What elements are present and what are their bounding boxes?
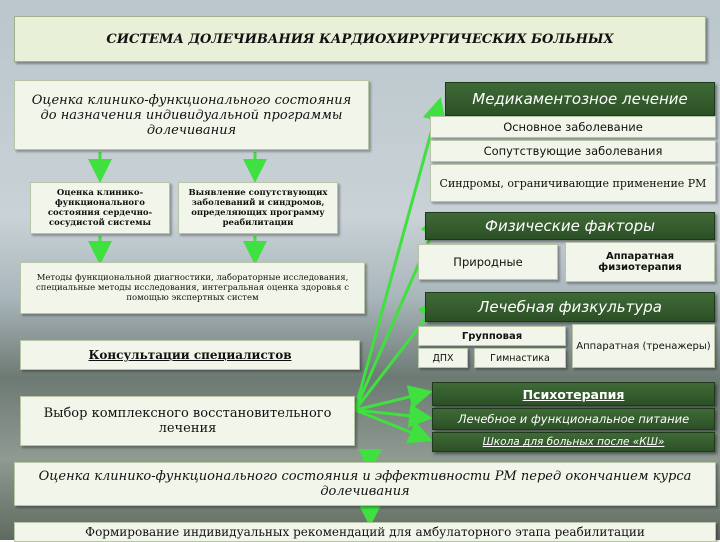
arrow-to-nutrition [354, 403, 433, 428]
concomitant-detection-box: Выявление сопутствующих заболеваний и си… [178, 182, 338, 234]
physical-factors-header: Физические факторы [425, 212, 715, 240]
specialist-consultation-box: Консультации специалистов [20, 340, 360, 370]
psychotherapy-box: Психотерапия [432, 382, 715, 406]
main-disease-box: Основное заболевание [430, 116, 716, 138]
arrow-to-drug [353, 97, 447, 411]
comorbid-diseases-box: Сопутствующие заболевания [430, 140, 716, 162]
cardio-assessment-box: Оценка клинико-функционального состояния… [30, 182, 170, 234]
group-exercise-box: Групповая [418, 326, 566, 346]
arrow-to-psycho [354, 385, 433, 412]
treatment-choice-box: Выбор комплексного восстановительного ле… [20, 396, 355, 446]
natural-factors-box: Природные [418, 244, 558, 280]
syndromes-box: Синдромы, ограничивающие применение РМ [430, 164, 716, 202]
recommendations-box: Формирование индивидуальных рекомендаций… [14, 522, 716, 542]
initial-assessment-box: Оценка клинико-функционального состояния… [14, 80, 369, 150]
page-title: СИСТЕМА ДОЛЕЧИВАНИЯ КАРДИОХИРУРГИЧЕСКИХ … [14, 16, 706, 62]
arrow-to-school [354, 408, 433, 444]
patient-school-box: Школа для больных после «КШ» [432, 432, 715, 452]
exercise-therapy-header: Лечебная физкультура [425, 292, 715, 322]
gymnastics-box: Гимнастика [474, 348, 566, 368]
dph-box: ДПХ [418, 348, 468, 368]
hardware-trainers-box: Аппаратная (тренажеры) [572, 324, 715, 368]
drug-treatment-header: Медикаментозное лечение [445, 82, 715, 116]
hardware-physio-box: Аппаратная физиотерапия [565, 242, 715, 282]
diagnostic-methods-box: Методы функциональной диагностики, лабор… [20, 262, 365, 314]
nutrition-box: Лечебное и функциональное питание [432, 408, 715, 430]
final-assessment-box: Оценка клинико-функционального состояния… [14, 462, 716, 506]
